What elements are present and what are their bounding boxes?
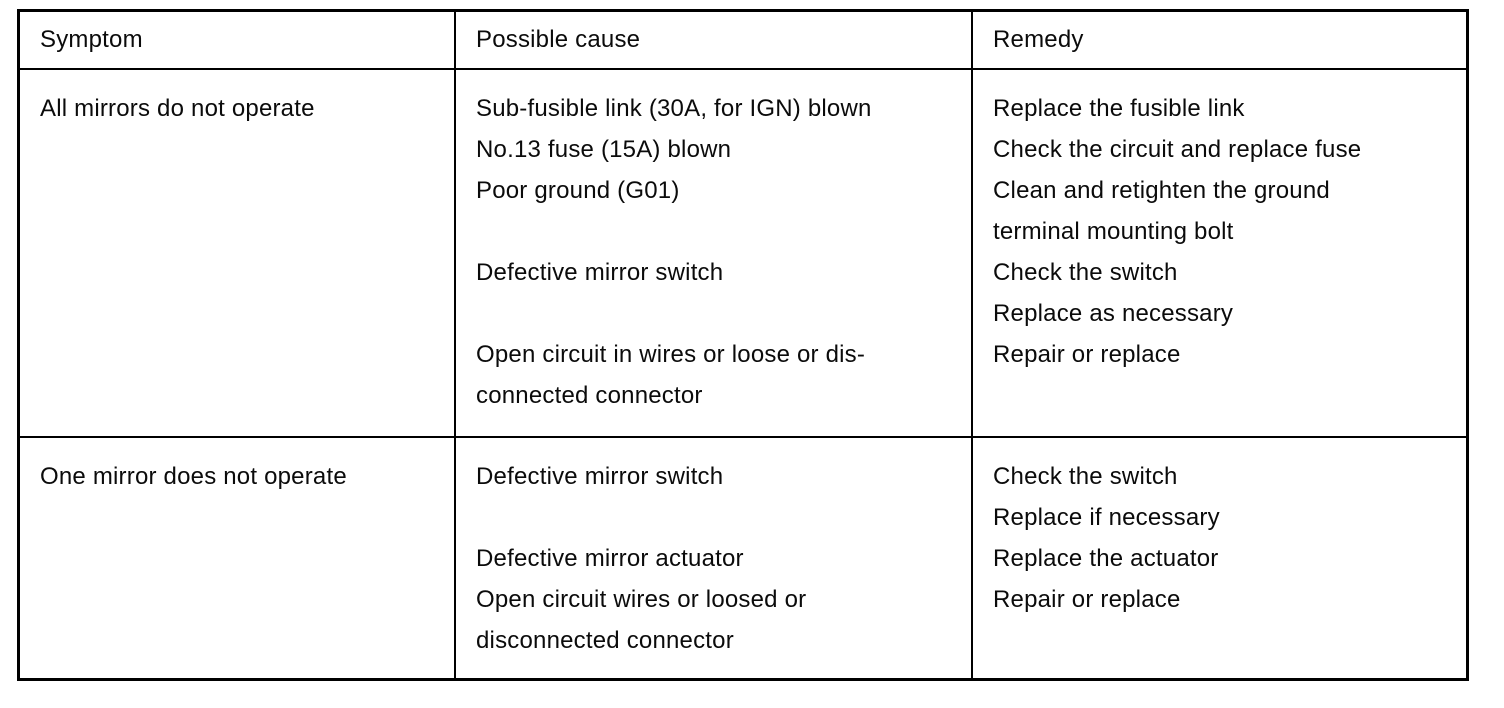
cause-cell-all-mirrors: Sub-fusible link (30A, for IGN) blown No… (454, 68, 971, 436)
cause-line: Sub-fusible link (30A, for IGN) blown (476, 95, 872, 122)
remedy-line: Replace the fusible link (993, 95, 1245, 122)
cause-line-blank (476, 497, 961, 538)
cause-line-blank (476, 211, 961, 252)
remedy-cell-all-mirrors: Replace the fusible link Check the circu… (971, 68, 1466, 436)
remedy-cell-one-mirror: Check the switch Replace if necessary Re… (971, 436, 1466, 678)
cause-line: connected connector (476, 382, 703, 409)
column-header-remedy: Remedy (971, 12, 1466, 68)
remedy-line: Check the switch (993, 463, 1178, 490)
remedy-line: Clean and retighten the ground (993, 177, 1330, 204)
cause-line: Defective mirror switch (476, 259, 724, 286)
remedy-line: Check the switch (993, 259, 1178, 286)
cause-line: Open circuit wires or loosed or (476, 586, 807, 613)
cause-line: Open circuit in wires or loose or dis- (476, 341, 866, 368)
remedy-line: Check the circuit and replace fuse (993, 136, 1362, 163)
cause-line: Poor ground (G01) (476, 177, 680, 204)
symptom-cell-one-mirror: One mirror does not operate (20, 436, 454, 678)
column-header-symptom: Symptom (40, 26, 143, 53)
symptom-text: All mirrors do not operate (40, 95, 315, 122)
remedy-line: Replace as necessary (993, 300, 1234, 327)
cause-line: disconnected connector (476, 627, 734, 654)
cause-line: No.13 fuse (15A) blown (476, 136, 732, 163)
troubleshooting-table: Symptom Possible cause Remedy All mirror… (17, 9, 1469, 681)
cause-line: Defective mirror actuator (476, 545, 744, 572)
remedy-line: Replace the actuator (993, 545, 1219, 572)
cause-cell-one-mirror: Defective mirror switch Defective mirror… (454, 436, 971, 678)
remedy-line: terminal mounting bolt (993, 218, 1234, 245)
remedy-line: Replace if necessary (993, 504, 1220, 531)
cause-line-blank (476, 293, 961, 334)
remedy-line: Repair or replace (993, 341, 1181, 368)
remedy-line: Repair or replace (993, 586, 1181, 613)
symptom-cell-all-mirrors: All mirrors do not operate (20, 68, 454, 436)
symptom-text: One mirror does not operate (40, 463, 347, 490)
column-header-possible-cause: Possible cause (454, 12, 971, 68)
cause-line: Defective mirror switch (476, 463, 724, 490)
